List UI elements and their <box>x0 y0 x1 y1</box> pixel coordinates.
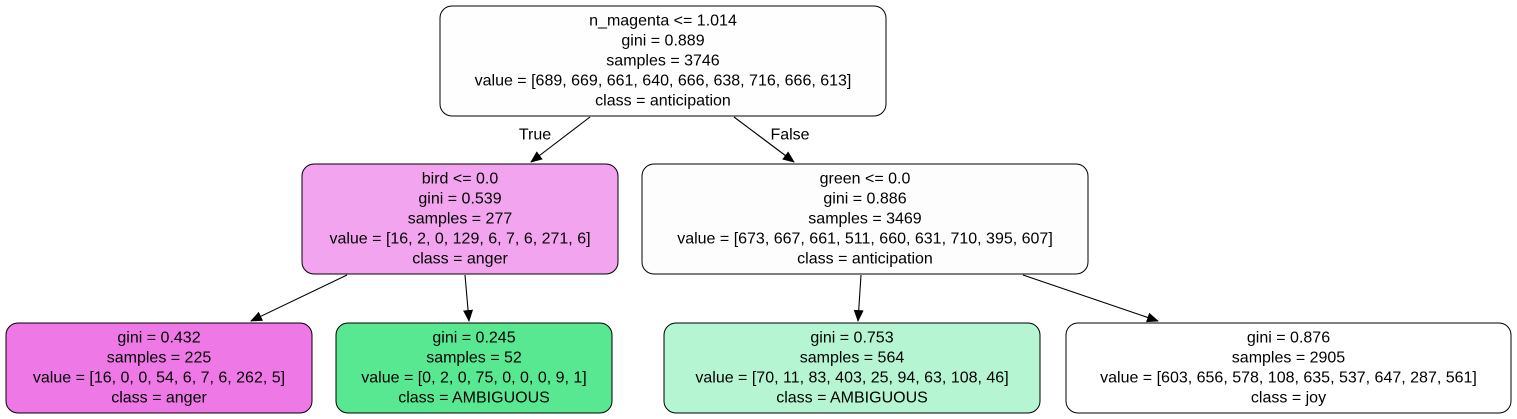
node-line: value = [689, 669, 661, 640, 666, 638, 7… <box>475 73 852 90</box>
edge-label-true: True <box>519 127 551 144</box>
node-line: samples = 52 <box>426 350 522 367</box>
edge-root-to-left <box>530 116 591 163</box>
node-box <box>641 163 1089 275</box>
node-line: gini = 0.245 <box>432 330 515 347</box>
node-line: samples = 277 <box>408 211 513 228</box>
tree-node-right-left: gini = 0.753 samples = 564 value = [70, 11… <box>663 322 1041 414</box>
node-line: samples = 225 <box>107 350 212 367</box>
node-line: value = [70, 11, 83, 403, 25, 94, 63, 10… <box>695 370 1008 387</box>
node-line: gini = 0.886 <box>823 191 906 208</box>
node-box <box>335 322 613 414</box>
node-line: class = anticipation <box>797 251 933 268</box>
tree-node-right: green <= 0.0 gini = 0.886 samples = 3469 va… <box>641 163 1089 275</box>
node-line: class = AMBIGUOUS <box>398 390 550 407</box>
node-line: value = [16, 2, 0, 129, 6, 7, 6, 271, 6] <box>329 231 590 248</box>
node-line: samples = 2905 <box>1232 350 1346 367</box>
node-line: class = joy <box>1251 390 1326 407</box>
node-line: value = [673, 667, 661, 511, 660, 631, 7… <box>677 231 1053 248</box>
edge-label-false: False <box>770 127 809 144</box>
node-line: gini = 0.889 <box>621 33 704 50</box>
node-line: samples = 3746 <box>606 53 720 70</box>
node-line: samples = 564 <box>800 350 905 367</box>
node-line: gini = 0.432 <box>117 330 200 347</box>
tree-node-right-right: gini = 0.876 samples = 2905 value = [603, … <box>1065 322 1512 414</box>
node-line: value = [603, 656, 578, 108, 635, 537, 6… <box>1100 370 1477 387</box>
node-line: bird <= 0.0 <box>422 171 499 188</box>
tree-node-left-left: gini = 0.432 samples = 225 value = [16, 0,… <box>5 322 313 414</box>
node-line: n_magenta <= 1.014 <box>589 13 737 30</box>
node-line: gini = 0.753 <box>810 330 893 347</box>
node-box <box>1065 322 1512 414</box>
node-box <box>663 322 1041 414</box>
node-line: class = anger <box>111 390 207 407</box>
node-line: samples = 3469 <box>808 211 922 228</box>
node-line: class = AMBIGUOUS <box>776 390 928 407</box>
node-line: class = anger <box>412 251 508 268</box>
tree-node-left-right: gini = 0.245 samples = 52 value = [0, 2, 0… <box>335 322 613 414</box>
edge-left-to-left-right <box>463 274 474 322</box>
node-box <box>301 163 619 275</box>
edge-left-to-left-left <box>250 274 348 322</box>
edge-right-to-right-left <box>853 274 864 322</box>
node-box <box>439 5 887 117</box>
node-line: gini = 0.876 <box>1247 330 1330 347</box>
node-box <box>5 322 313 414</box>
edge-root-to-right <box>733 116 795 163</box>
node-line: gini = 0.539 <box>418 191 501 208</box>
tree-node-left: bird <= 0.0 gini = 0.539 samples = 277 valu… <box>301 163 619 275</box>
edge-right-to-right-right <box>1022 274 1159 323</box>
tree-node-root: n_magenta <= 1.014 gini = 0.889 samples = … <box>439 5 887 117</box>
node-line: class = anticipation <box>595 93 731 110</box>
node-line: green <= 0.0 <box>820 171 911 188</box>
node-line: value = [0, 2, 0, 75, 0, 0, 0, 9, 1] <box>361 370 586 387</box>
node-line: value = [16, 0, 0, 54, 6, 7, 6, 262, 5] <box>33 370 285 387</box>
